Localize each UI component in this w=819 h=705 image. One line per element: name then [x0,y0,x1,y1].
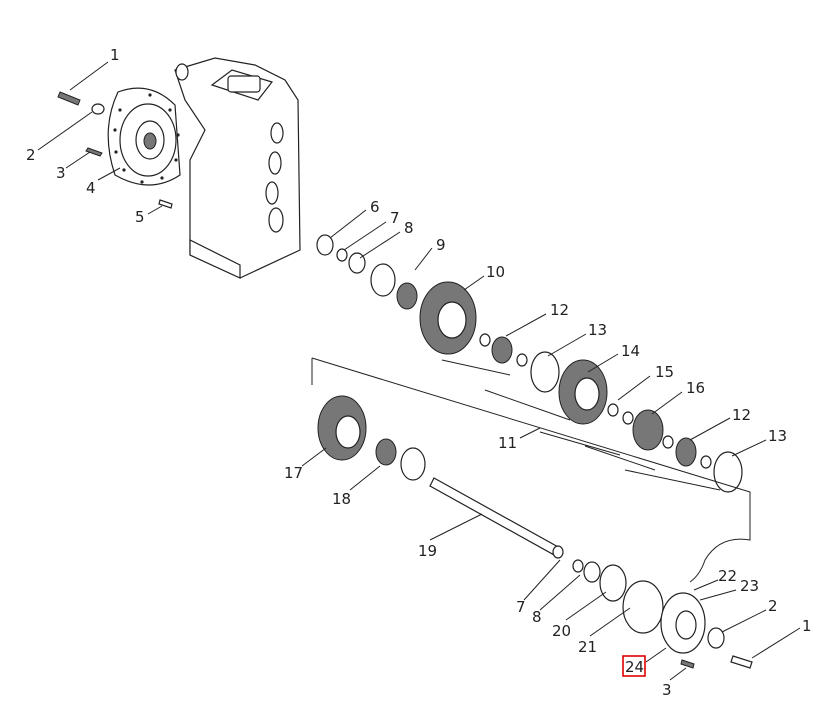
callout-12-bot: 12 [732,406,751,424]
callout-13-bot: 13 [768,427,787,445]
callout-3-top: 3 [56,164,66,182]
callout-20: 20 [552,622,571,640]
callout-24-highlight-box [622,655,646,677]
callout-24: 24 [625,658,644,676]
callout-18: 18 [332,490,351,508]
callout-23: 23 [740,577,759,595]
callout-1-top: 1 [110,46,120,64]
callout-11: 11 [498,434,517,452]
callout-13-top: 13 [588,321,607,339]
callout-3-bot: 3 [662,681,672,699]
callout-15: 15 [655,363,674,381]
gearbox-housing [174,57,301,279]
bracket-11 [441,359,721,491]
callout-10: 10 [486,263,505,281]
callout-8-bot: 8 [532,608,542,626]
callout-1-bot: 1 [802,617,812,635]
callout-labels: 1 2 3 4 5 6 7 8 9 10 12 13 14 15 16 12 1… [26,46,812,699]
callout-19: 19 [418,542,437,560]
callout-7-bot: 7 [516,598,526,616]
callout-21: 21 [578,638,597,656]
callout-16: 16 [686,379,705,397]
shaft-group-bracket [311,357,751,583]
callout-22: 22 [718,567,737,585]
callout-2-bot: 2 [768,597,778,615]
callout-7-top: 7 [390,209,400,227]
callout-8-top: 8 [404,219,414,237]
callout-4: 4 [86,179,96,197]
lower-shaft-assembly [317,395,753,669]
callout-12-top: 12 [550,301,569,319]
callout-14: 14 [621,342,640,360]
callout-9: 9 [436,236,446,254]
callout-2-top: 2 [26,146,36,164]
cover-plate-assembly [57,87,181,209]
leader-lines [37,61,801,681]
callout-6: 6 [370,198,380,216]
callout-17: 17 [284,464,303,482]
callout-5: 5 [135,208,145,226]
upper-shaft-parts [316,234,743,493]
